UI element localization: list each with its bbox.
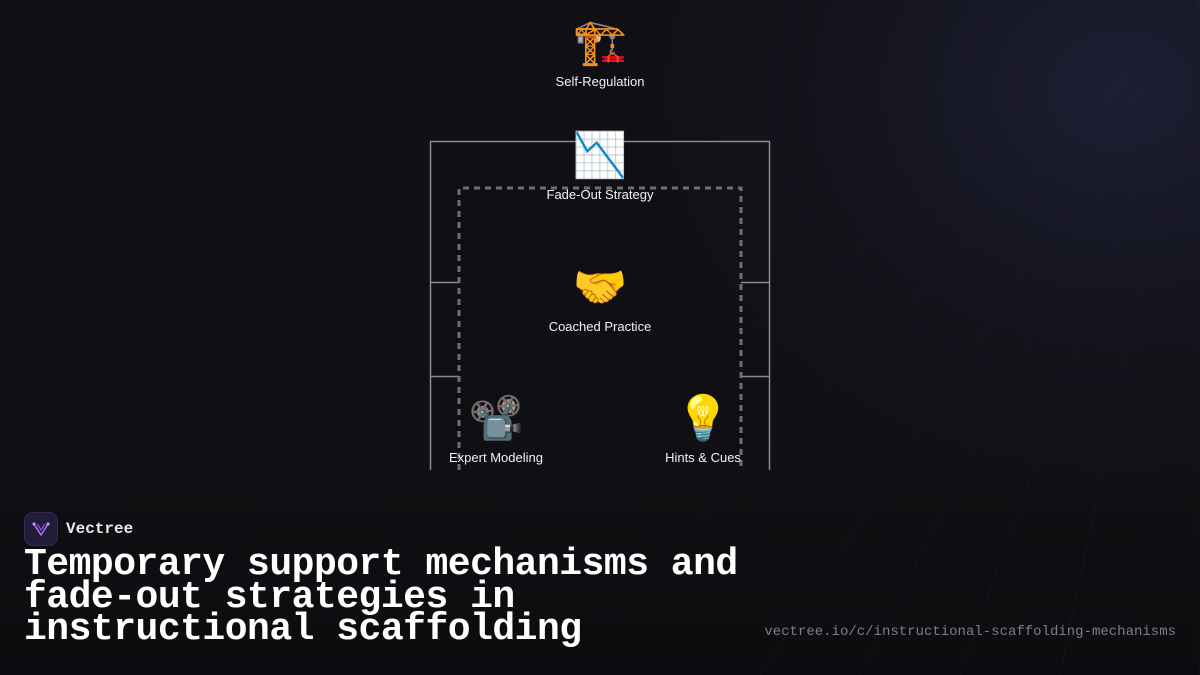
- node-expert-modeling: 📽️ Expert Modeling: [406, 394, 586, 466]
- node-coached-practice: 🤝 Coached Practice: [510, 263, 690, 335]
- brand-name: Vectree: [66, 520, 134, 538]
- chart-decreasing-icon: 📉: [572, 130, 628, 181]
- node-label: Expert Modeling: [449, 450, 543, 465]
- inner-dashed-frame: [457, 186, 743, 470]
- node-label: Fade-Out Strategy: [546, 187, 654, 202]
- node-label: Coached Practice: [548, 319, 652, 334]
- page-title: Temporary support mechanisms and fade-ou…: [24, 543, 738, 651]
- node-label: Hints & Cues: [665, 450, 741, 465]
- construction-crane-icon: 🏗️: [572, 17, 628, 68]
- vectree-logo-icon: [24, 512, 58, 546]
- logo-mark: [32, 522, 50, 536]
- page-url[interactable]: vectree.io/c/instructional-scaffolding-m…: [764, 624, 1176, 640]
- brand: Vectree: [24, 512, 133, 546]
- node-hints-cues: 💡 Hints & Cues: [613, 394, 793, 466]
- film-projector-icon: 📽️: [468, 393, 524, 444]
- diagram-frames: [429, 140, 771, 470]
- outer-frame: [429, 140, 771, 470]
- node-self-regulation: 🏗️ Self-Regulation: [510, 18, 690, 90]
- handshake-icon: 🤝: [572, 262, 628, 313]
- scaffolding-diagram: 🏗️ Self-Regulation 📉 Fade-Out Strategy 🤝…: [406, 18, 793, 470]
- node-fade-out-strategy: 📉 Fade-Out Strategy: [510, 131, 690, 203]
- light-bulb-icon: 💡: [675, 393, 731, 444]
- node-label: Self-Regulation: [555, 74, 645, 89]
